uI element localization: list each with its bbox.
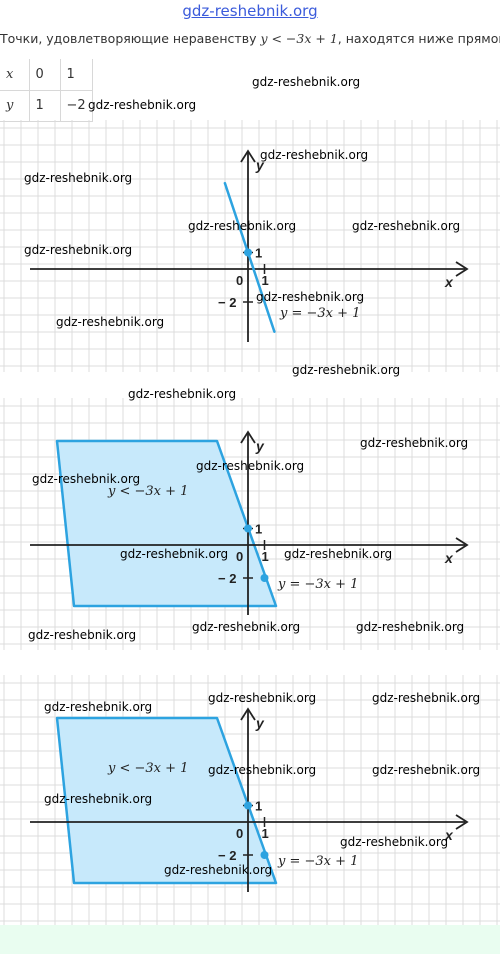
- y-axis-label: y: [255, 715, 265, 731]
- watermark: gdz-reshebnik.org: [28, 628, 137, 642]
- grid-lines: [0, 120, 500, 372]
- watermark: gdz-reshebnik.org: [196, 459, 305, 473]
- watermark: gdz-reshebnik.org: [260, 148, 369, 162]
- table-head-x: x: [0, 59, 30, 91]
- x-axis-label: x: [444, 274, 454, 290]
- table-cell: 0: [29, 59, 61, 91]
- watermark: gdz-reshebnik.org: [120, 547, 229, 561]
- table-cell: 1: [29, 90, 61, 122]
- tick-x-label: 1: [262, 549, 269, 564]
- watermark: gdz-reshebnik.org: [372, 763, 481, 777]
- watermark: gdz-reshebnik.org: [44, 792, 153, 806]
- tick-x-label: 1: [262, 826, 269, 841]
- y-axis-label: y: [255, 157, 265, 173]
- values-table: x 0 1 y 1 −2: [0, 59, 93, 122]
- region-inequality-label: y < −3x + 1: [107, 761, 188, 776]
- point-0-1: [244, 248, 252, 257]
- point-0-1: [244, 801, 252, 810]
- problem-statement: Точки, удовлетворяющие неравенству y < −…: [0, 31, 500, 46]
- site-link[interactable]: gdz-reshebnik.org: [182, 2, 318, 20]
- point-1-minus-2: [260, 851, 269, 859]
- watermark: gdz-reshebnik.org: [188, 219, 297, 233]
- bottom-band: [0, 925, 500, 954]
- watermark: gdz-reshebnik.org: [356, 620, 465, 634]
- watermark: gdz-reshebnik.org: [24, 243, 133, 257]
- table-row-y: y 1 −2: [0, 90, 93, 122]
- watermark: gdz-reshebnik.org: [88, 98, 197, 112]
- watermark: gdz-reshebnik.org: [32, 472, 141, 486]
- origin-label: 0: [236, 549, 243, 564]
- point-1-minus-2: [260, 574, 269, 582]
- tick-y-label-1: 1: [255, 799, 262, 814]
- line-equation-label: y = −3x + 1: [277, 577, 358, 592]
- watermark: gdz-reshebnik.org: [208, 763, 317, 777]
- table-cell: 1: [60, 59, 93, 91]
- origin-label: 0: [236, 273, 243, 288]
- watermark: gdz-reshebnik.org: [44, 700, 153, 714]
- point-0-1: [244, 524, 252, 533]
- x-axis-label: x: [444, 550, 454, 566]
- x-axis-arrow-icon: [455, 537, 469, 553]
- y-axis-arrow-icon: [240, 707, 256, 721]
- intro-inequality: y < −3x + 1: [260, 31, 338, 46]
- watermark: gdz-reshebnik.org: [352, 219, 461, 233]
- watermark: gdz-reshebnik.org: [24, 171, 133, 185]
- tick-y-label-1: 1: [255, 246, 262, 261]
- watermark: gdz-reshebnik.org: [164, 863, 273, 877]
- intro-tail: , находятся ниже прямой: [337, 31, 500, 46]
- table-row-x: x 0 1: [0, 59, 93, 91]
- tick-y-label-minus-2: − 2: [218, 295, 236, 310]
- tick-x-label: 1: [262, 273, 269, 288]
- watermark: gdz-reshebnik.org: [252, 75, 361, 89]
- watermark: gdz-reshebnik.org: [340, 835, 449, 849]
- watermark: gdz-reshebnik.org: [284, 547, 393, 561]
- watermark: gdz-reshebnik.org: [56, 315, 165, 329]
- solution-region: [55, 439, 278, 608]
- y-axis-arrow-icon: [240, 430, 256, 444]
- region-inequality-label: y < −3x + 1: [107, 484, 188, 499]
- watermark: gdz-reshebnik.org: [372, 691, 481, 705]
- watermark: gdz-reshebnik.org: [208, 691, 317, 705]
- solution-region: [55, 716, 278, 885]
- intro-text: Точки, удовлетворяющие неравенству: [0, 31, 257, 46]
- table-cell: −2: [60, 90, 93, 122]
- watermark: gdz-reshebnik.org: [128, 387, 237, 401]
- watermark: gdz-reshebnik.org: [292, 363, 401, 377]
- watermark: gdz-reshebnik.org: [256, 290, 365, 304]
- table-head-y: y: [0, 90, 30, 122]
- y-axis-arrow-icon: [240, 149, 256, 163]
- line-graph: [223, 181, 276, 333]
- line-equation-label: y = −3x + 1: [277, 854, 358, 869]
- tick-y-label-1: 1: [255, 522, 262, 537]
- watermark: gdz-reshebnik.org: [360, 436, 469, 450]
- x-axis-label: x: [444, 827, 454, 843]
- x-axis-arrow-icon: [455, 814, 469, 830]
- x-axis-arrow-icon: [455, 261, 469, 277]
- line-equation-label: y = −3x + 1: [279, 306, 360, 321]
- watermark: gdz-reshebnik.org: [192, 620, 301, 634]
- tick-y-label-minus-2: − 2: [218, 848, 236, 863]
- origin-label: 0: [236, 826, 243, 841]
- y-axis-label: y: [255, 438, 265, 454]
- tick-y-label-minus-2: − 2: [218, 571, 236, 586]
